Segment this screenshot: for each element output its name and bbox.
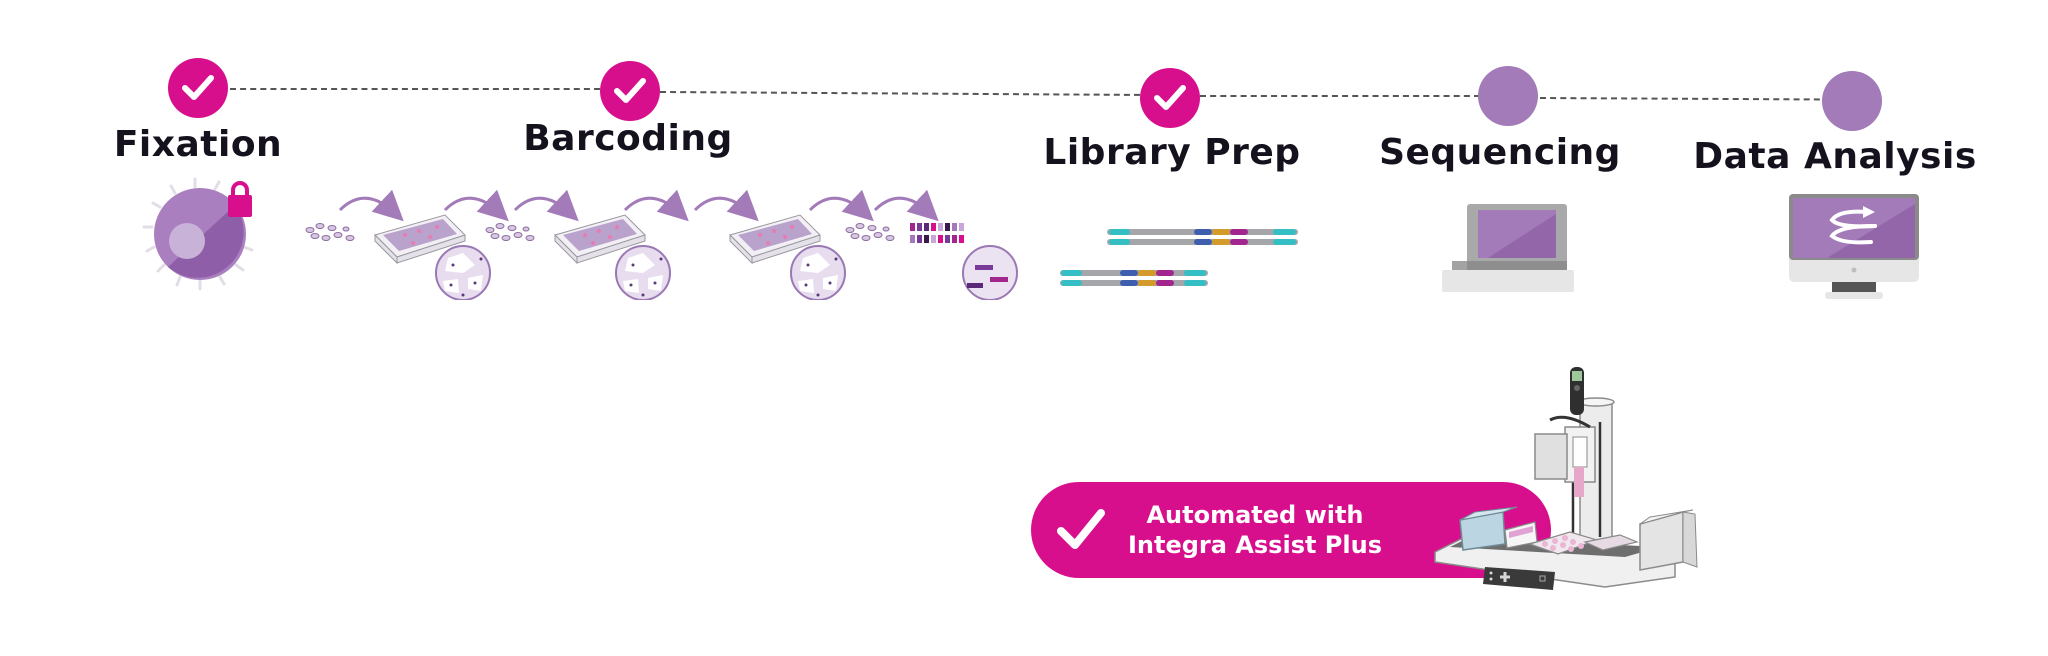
- connector-libraryprep-sequencing: [1200, 95, 1480, 97]
- pipetting-robot-illustration: [1434, 367, 1698, 590]
- check-icon: [1154, 85, 1186, 110]
- check-icon: [182, 75, 214, 100]
- automation-line-2: Integra Assist Plus: [1127, 531, 1382, 559]
- step-node-barcoding: [600, 61, 660, 121]
- split-pool-barcoding-icon: [305, 189, 1018, 300]
- step-label-sequencing: Sequencing: [1379, 132, 1621, 173]
- check-icon: [1057, 509, 1105, 549]
- fixed-cell-lock-icon: [142, 177, 254, 291]
- step-node-library-prep: [1140, 68, 1200, 128]
- automation-badge-text: Automated with Integra Assist Plus: [1110, 500, 1400, 560]
- step-label-barcoding: Barcoding: [523, 118, 733, 159]
- desktop-monitor-analysis-icon: [1789, 194, 1919, 299]
- step-node-data-analysis: [1822, 71, 1882, 131]
- step-node-fixation: [168, 58, 228, 118]
- connector-sequencing-dataanalysis: [1539, 97, 1831, 101]
- step-label-fixation: Fixation: [113, 124, 283, 165]
- step-label-data-analysis: Data Analysis: [1693, 136, 1977, 177]
- step-label-library-prep: Library Prep: [1043, 132, 1301, 173]
- laptop-sequencer-icon: [1442, 204, 1574, 292]
- automation-line-1: Automated with: [1146, 501, 1364, 529]
- connector-barcoding-libraryprep: [659, 91, 1140, 96]
- check-icon: [614, 78, 646, 103]
- connector-fixation-barcoding: [230, 88, 600, 90]
- dna-library-fragments-icon: [1060, 229, 1298, 286]
- step-node-sequencing: [1478, 66, 1538, 126]
